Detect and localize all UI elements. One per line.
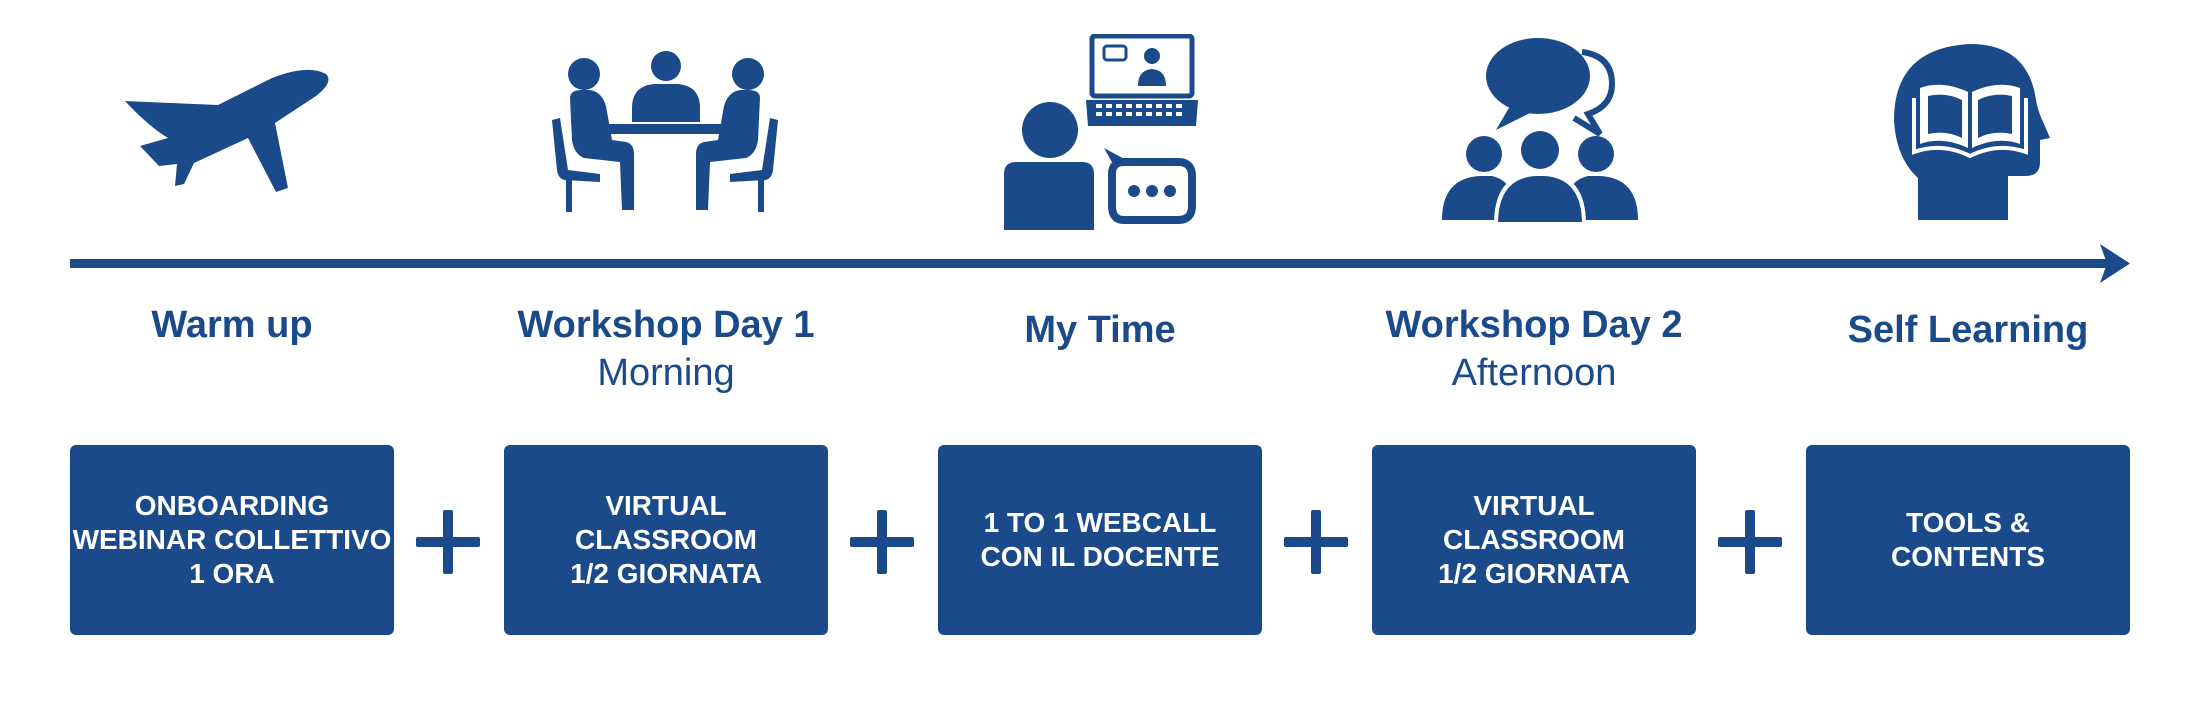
plus-icon: [1718, 510, 1782, 574]
stage-subtitle-morning: Morning: [597, 352, 735, 394]
stage-subtitle-afternoon: Afternoon: [1451, 352, 1617, 394]
stage-title-workshop-day-2: Workshop Day 2: [1385, 304, 1683, 346]
stage-box-text: TOOLS & CONTENTS: [1891, 507, 2045, 572]
stage-box-text: VIRTUAL CLASSROOM 1/2 GIORNATA: [570, 490, 762, 589]
airplane-icon: [125, 69, 329, 192]
stage-box-workshop-day-1: VIRTUAL CLASSROOM 1/2 GIORNATA: [504, 445, 828, 635]
stage-box-text: ONBOARDING WEBINAR COLLETTIVO 1 ORA: [72, 490, 392, 589]
plus-icon: [1284, 510, 1348, 574]
stage-title-my-time: My Time: [1024, 309, 1176, 351]
stage-box-my-time: 1 TO 1 WEBCALL CON IL DOCENTE: [938, 445, 1262, 635]
meeting-table-icon: [552, 51, 778, 212]
head-book-icon: [1894, 44, 2050, 220]
stage-box-warm-up: ONBOARDING WEBINAR COLLETTIVO 1 ORA: [70, 445, 394, 635]
group-discussion-icon: [1442, 38, 1638, 226]
plus-icon: [850, 510, 914, 574]
stage-box-text: VIRTUAL CLASSROOM 1/2 GIORNATA: [1438, 490, 1630, 589]
stage-title-self-learning: Self Learning: [1847, 309, 2089, 351]
stage-title-warm-up: Warm up: [151, 304, 313, 346]
stage-box-text: 1 TO 1 WEBCALL CON IL DOCENTE: [980, 507, 1220, 572]
stage-box-self-learning: TOOLS & CONTENTS: [1806, 445, 2130, 635]
webcall-icon: [1004, 34, 1198, 230]
stage-box-workshop-day-2: VIRTUAL CLASSROOM 1/2 GIORNATA: [1372, 445, 1696, 635]
plus-icon: [416, 510, 480, 574]
stage-title-workshop-day-1: Workshop Day 1: [517, 304, 815, 346]
